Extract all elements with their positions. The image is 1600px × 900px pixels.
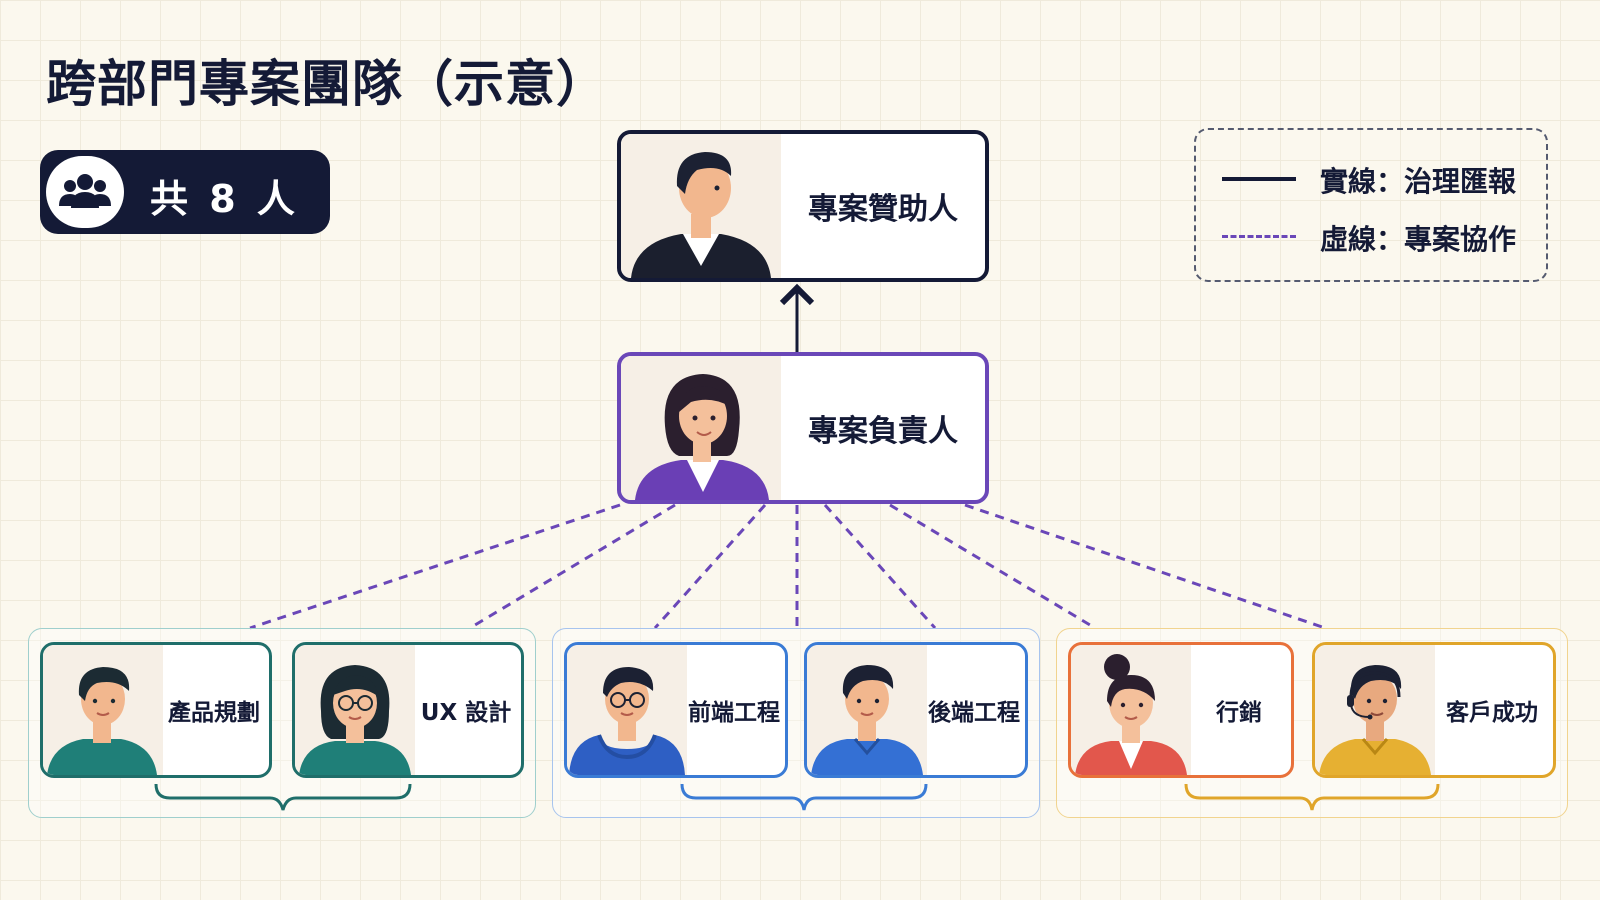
- sponsor-card: 專案贊助人: [617, 130, 989, 282]
- member-count-text: 共 8 人: [150, 177, 299, 221]
- lead-avatar: [621, 356, 781, 500]
- customer-success-label: 客戶成功: [1446, 700, 1538, 726]
- marketing-label: 行銷: [1216, 700, 1262, 726]
- member-card-product-planning: 產品規劃: [40, 642, 272, 778]
- member-card-frontend: 前端工程: [564, 642, 788, 778]
- legend-label-solid: 實線：治理匯報: [1320, 165, 1517, 198]
- collab-line-ux: [469, 503, 676, 630]
- legend: 實線：治理匯報 虛線：專案協作: [1194, 128, 1548, 282]
- product-planning-label: 產品規劃: [168, 700, 260, 726]
- backend-label: 後端工程: [928, 700, 1020, 726]
- team-bracket-product-design: [154, 783, 412, 811]
- legend-item-dashed: 虛線：專案協作: [1218, 216, 1538, 256]
- frontend-label: 前端工程: [688, 700, 780, 726]
- collab-line-customer-success: [964, 503, 1326, 630]
- solid-line-swatch: [1222, 177, 1296, 181]
- backend-avatar: [807, 645, 927, 775]
- member-card-backend: 後端工程: [804, 642, 1028, 778]
- ux-design-label: UX 設計: [420, 700, 512, 726]
- marketing-avatar: [1071, 645, 1191, 775]
- team-bracket-engineering: [680, 783, 928, 811]
- product-planning-avatar: [43, 645, 163, 775]
- page-title: 跨部門專案團隊（示意）: [46, 55, 607, 113]
- customer-success-avatar: [1315, 645, 1435, 775]
- frontend-avatar: [567, 645, 687, 775]
- member-card-marketing: 行銷: [1068, 642, 1294, 778]
- member-card-customer-success: 客戶成功: [1312, 642, 1556, 778]
- collab-line-backend: [823, 504, 937, 629]
- team-bracket-go-to-market: [1184, 783, 1440, 811]
- collab-line-product: [249, 503, 621, 630]
- legend-item-solid: 實線：治理匯報: [1218, 158, 1538, 198]
- lead-card: 專案負責人: [617, 352, 989, 504]
- lead-label: 專案負責人: [808, 414, 958, 449]
- collab-line-frontend: [653, 504, 767, 629]
- legend-label-dashed: 虛線：專案協作: [1320, 223, 1517, 256]
- collab-line-marketing: [889, 503, 1096, 630]
- group-icon: [46, 156, 124, 228]
- sponsor-avatar: [621, 134, 781, 278]
- member-card-ux-design: UX 設計: [292, 642, 524, 778]
- dashed-line-swatch: [1222, 235, 1296, 238]
- member-count-badge: 共 8 人: [40, 150, 330, 234]
- ux-design-avatar: [295, 645, 415, 775]
- sponsor-label: 專案贊助人: [808, 192, 958, 227]
